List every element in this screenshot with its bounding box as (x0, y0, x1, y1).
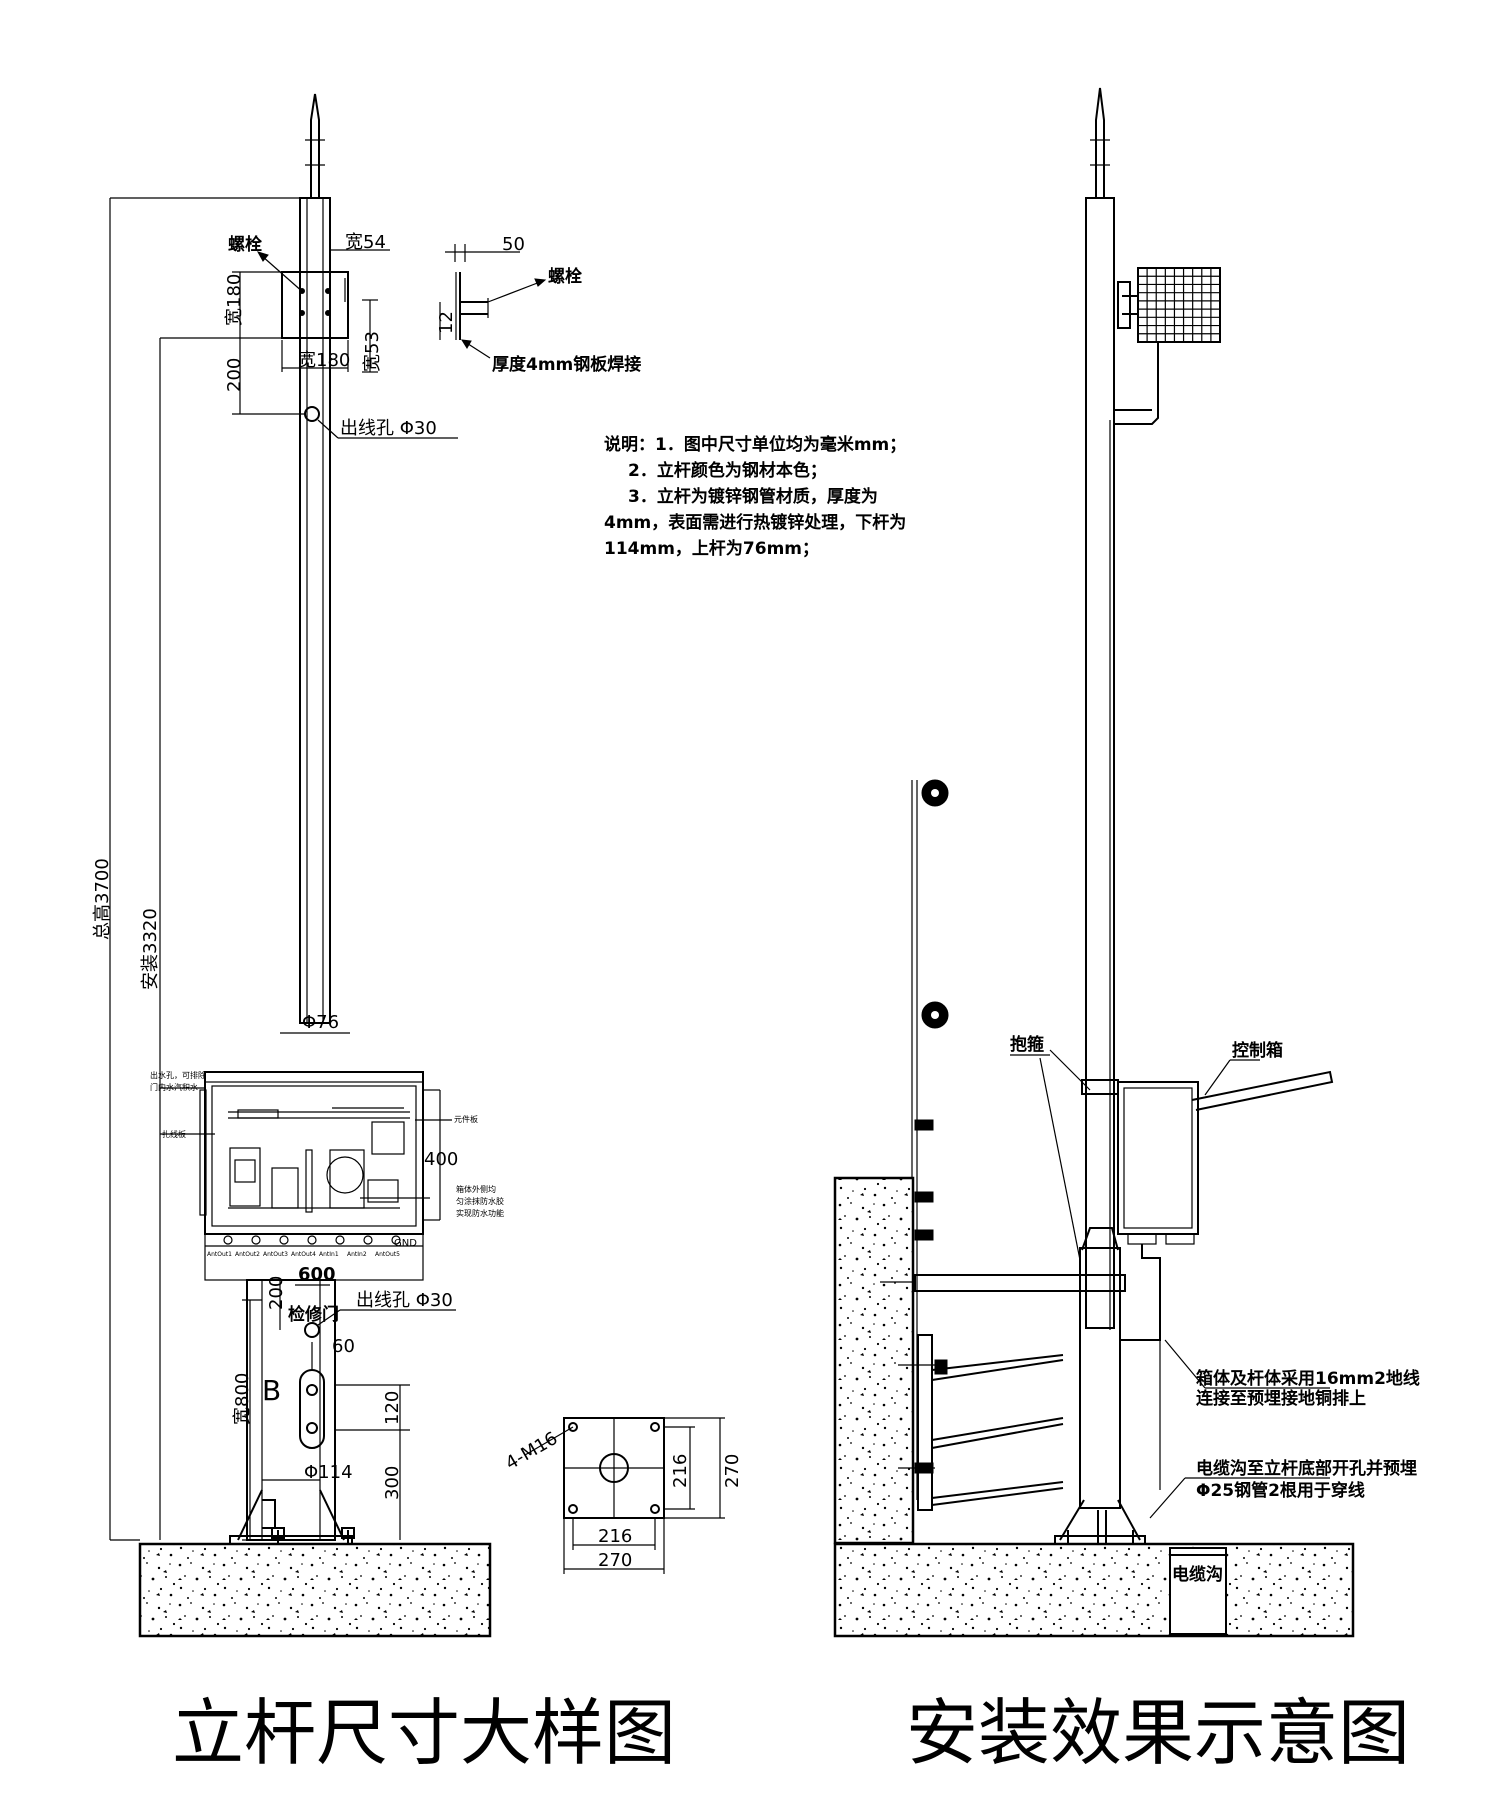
right-elevation (833, 87, 1355, 1638)
title-left: 立杆尺寸大样图 (172, 1691, 676, 1775)
foundation-left (138, 1542, 492, 1638)
bolt-label: 螺栓 (228, 234, 262, 255)
control-box-label: 控制箱 (1232, 1040, 1283, 1061)
ground-note-2: 连接至预埋接地铜排上 (1196, 1388, 1366, 1409)
foundation-wall (833, 1176, 915, 1545)
base-plate-outer-h: 270 (722, 1454, 743, 1488)
left-elevation (109, 93, 492, 1638)
box-note-6: 匀涂抹防水胶 (456, 1196, 504, 1206)
note-line-2: 2．立杆颜色为钢材本色； (628, 460, 827, 481)
bracket-plate-note: 厚度4mm钢板焊接 (492, 354, 641, 375)
base-plate-inner-h: 216 (670, 1454, 691, 1488)
dim-600: 600 (298, 1264, 336, 1285)
base-plate-outer-w: 270 (598, 1550, 632, 1571)
cable-trench-label: 电缆沟 (1172, 1564, 1223, 1585)
box-note-1: 出水孔，可排除 (150, 1070, 206, 1080)
box-note-4: 元件板 (454, 1114, 478, 1124)
port-label: AntOut5 (375, 1251, 400, 1258)
dim-400: 400 (424, 1149, 458, 1170)
dim-300: 300 (382, 1466, 403, 1500)
box-note-3: 扎线板 (162, 1129, 186, 1139)
wire-hole-top-label: 出线孔 Φ30 (340, 418, 437, 439)
port-label: AntIn1 (319, 1251, 339, 1258)
dim-800: 宽800 (232, 1373, 253, 1425)
bracket-detail (439, 244, 547, 359)
dim-114: Φ114 (304, 1462, 353, 1483)
port-label: AntOut2 (235, 1251, 260, 1258)
wire-hole-bottom-label: 出线孔 Φ30 (356, 1290, 453, 1311)
box-note-7: 实现防水功能 (456, 1208, 504, 1218)
dim-200-bottom: 200 (266, 1276, 287, 1310)
dim-54: 宽54 (345, 232, 386, 253)
port-label: AntOut4 (291, 1251, 316, 1258)
dim-76: Φ76 (302, 1012, 339, 1033)
section-b: B (262, 1374, 281, 1407)
dim-200-top: 200 (224, 358, 245, 392)
lightning-rod (310, 93, 320, 199)
conduit-note-2: Φ25钢管2根用于穿线 (1196, 1480, 1365, 1501)
note-line-1: 说明：1．图中尺寸单位均为毫米mm； (604, 434, 906, 455)
dim-120: 120 (382, 1391, 403, 1425)
base-plate-plan (524, 1417, 725, 1574)
lower-pole (246, 1279, 336, 1541)
note-line-4: 4mm，表面需进行热镀锌处理，下杆为 (604, 512, 906, 533)
bracket-dim-12: 12 (436, 311, 457, 334)
dim-60: 60 (332, 1336, 355, 1357)
foundation-right (833, 1542, 1355, 1638)
hoop-label: 抱箍 (1010, 1034, 1044, 1055)
dim-53: 宽53 (362, 331, 383, 372)
box-note-5: 箱体外侧均 (456, 1184, 496, 1194)
repair-door-label: 检修门 (288, 1304, 339, 1325)
port-label: AntOut3 (263, 1251, 288, 1258)
ground-note-1: 箱体及杆体采用16mm2地线 (1196, 1368, 1420, 1389)
install-height-label: 安装3320 (140, 908, 161, 990)
wire-hole-bottom (304, 1322, 320, 1338)
conduit-note-1: 电缆沟至立杆底部开孔并预埋 (1196, 1458, 1417, 1479)
note-line-3: 3．立杆为镀锌钢管材质，厚度为 (628, 486, 878, 507)
right-control-box (1117, 1059, 1334, 1245)
control-box (199, 1071, 424, 1281)
dim-180-h: 宽180 (298, 350, 350, 371)
solar-panel-grid (1138, 268, 1220, 342)
dim-180-v: 宽180 (224, 274, 245, 326)
note-line-5: 114mm，上杆为76mm； (604, 538, 819, 559)
top-bracket (281, 271, 349, 339)
port-label: AntOut1 (207, 1251, 232, 1258)
port-label: AntIn2 (347, 1251, 367, 1258)
solar-panel-icon (1114, 267, 1221, 425)
cable-trench (1169, 1547, 1227, 1635)
base-plate-inner-w: 216 (598, 1526, 632, 1547)
title-right: 安装效果示意图 (906, 1691, 1410, 1775)
overall-height-label: 总高3700 (92, 858, 113, 940)
box-note-2: 门内水汽积水 (150, 1082, 198, 1092)
base-plate-bolts: 4-M16 (502, 1428, 561, 1474)
bracket-dim-50: 50 (502, 234, 525, 255)
upper-pole (299, 197, 331, 1024)
right-upper-pole (1085, 197, 1115, 1329)
gnd-label: GND (394, 1238, 417, 1249)
wall-insulators (914, 779, 949, 1241)
bracket-bolt: 螺栓 (548, 266, 582, 287)
